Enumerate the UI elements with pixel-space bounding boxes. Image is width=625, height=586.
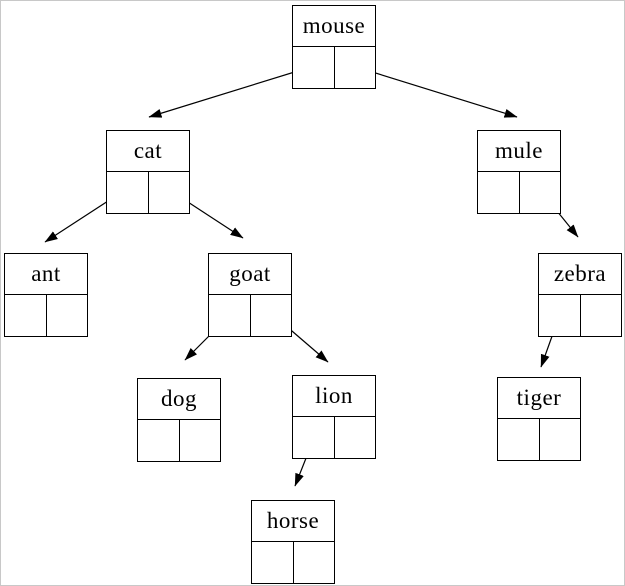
node-mouse-cells: [293, 47, 375, 88]
node-mouse-right-pointer-cell: [335, 47, 376, 88]
node-zebra-cells: [539, 295, 621, 336]
node-zebra-left-pointer-cell: [539, 295, 581, 336]
node-dog: dog: [137, 378, 221, 462]
node-ant: ant: [4, 253, 88, 337]
node-mule-right-pointer-cell: [520, 172, 561, 213]
node-horse: horse: [251, 500, 335, 584]
node-mule-cells: [478, 172, 560, 213]
node-goat: goat: [208, 253, 292, 337]
node-horse-label: horse: [252, 501, 334, 542]
node-ant-right-pointer-cell: [47, 295, 88, 336]
node-tiger-label: tiger: [498, 378, 580, 419]
node-tiger-right-pointer-cell: [540, 419, 581, 460]
node-horse-right-pointer-cell: [294, 542, 335, 583]
arrow-mouse-right-to-mule: [352, 65, 518, 118]
node-lion: lion: [292, 375, 376, 459]
node-lion-cells: [293, 417, 375, 458]
node-goat-right-pointer-cell: [251, 295, 292, 336]
node-goat-cells: [209, 295, 291, 336]
node-dog-cells: [138, 420, 220, 461]
node-dog-right-pointer-cell: [180, 420, 221, 461]
node-ant-cells: [5, 295, 87, 336]
node-dog-left-pointer-cell: [138, 420, 180, 461]
node-horse-left-pointer-cell: [252, 542, 294, 583]
node-mule-label: mule: [478, 131, 560, 172]
node-lion-left-pointer-cell: [293, 417, 335, 458]
node-cat-cells: [107, 172, 189, 213]
node-dog-label: dog: [138, 379, 220, 420]
node-mouse-label: mouse: [293, 6, 375, 47]
arrow-mouse-left-to-cat: [148, 65, 315, 118]
node-zebra-label: zebra: [539, 254, 621, 295]
node-mouse-left-pointer-cell: [293, 47, 335, 88]
node-mouse: mouse: [292, 5, 376, 89]
node-goat-label: goat: [209, 254, 291, 295]
node-cat-left-pointer-cell: [107, 172, 149, 213]
node-zebra-right-pointer-cell: [581, 295, 622, 336]
node-mule: mule: [477, 130, 561, 214]
node-horse-cells: [252, 542, 334, 583]
node-tiger-cells: [498, 419, 580, 460]
node-tiger-left-pointer-cell: [498, 419, 540, 460]
node-tiger: tiger: [497, 377, 581, 461]
node-zebra: zebra: [538, 253, 622, 337]
node-ant-left-pointer-cell: [5, 295, 47, 336]
node-mule-left-pointer-cell: [478, 172, 520, 213]
node-lion-right-pointer-cell: [335, 417, 376, 458]
node-cat-label: cat: [107, 131, 189, 172]
node-cat: cat: [106, 130, 190, 214]
node-cat-right-pointer-cell: [149, 172, 190, 213]
node-lion-label: lion: [293, 376, 375, 417]
node-goat-left-pointer-cell: [209, 295, 251, 336]
node-ant-label: ant: [5, 254, 87, 295]
